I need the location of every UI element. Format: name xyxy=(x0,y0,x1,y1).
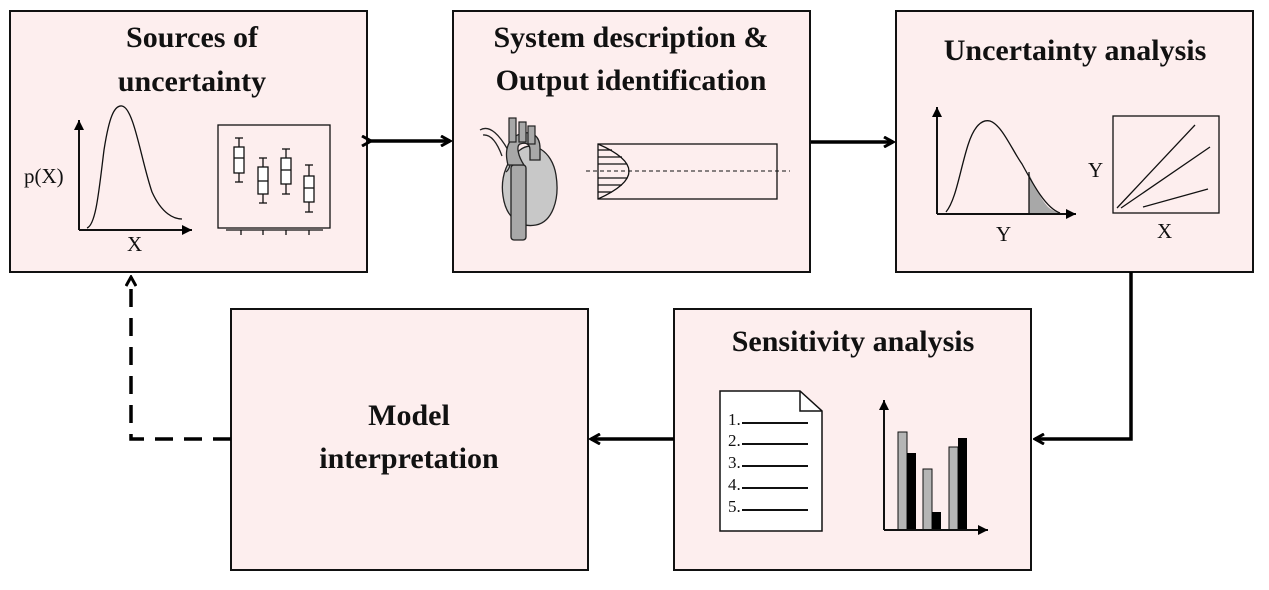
pdf-y-axis-label: Y xyxy=(996,222,1011,246)
ranking-document-icon: 1. 2. 3. 4. 5. xyxy=(719,390,823,532)
rank-label-4: 4. xyxy=(728,475,741,494)
model-to-sources-feedback-arrow xyxy=(131,277,231,441)
rank-label-1: 1. xyxy=(728,410,741,429)
system-title-line2: Output identification xyxy=(496,64,767,97)
rank-label-3: 3. xyxy=(728,453,741,472)
sensitivity-analysis-title: Sensitivity analysis xyxy=(732,325,975,358)
heart-artery-icon xyxy=(479,117,558,241)
uncertainty-analysis-box: Uncertainty analysis Y Y X xyxy=(895,10,1254,273)
rank-label-2: 2. xyxy=(728,431,741,450)
sensitivity-analysis-box: Sensitivity analysis 1. 2. 3. 4. 5. xyxy=(673,308,1032,571)
sources-title-line2: uncertainty xyxy=(118,65,266,98)
boxplot-chart xyxy=(217,124,331,235)
uncertainty-analysis-title: Uncertainty analysis xyxy=(944,34,1207,67)
model-title-line2: interpretation xyxy=(319,442,499,475)
x-axis-label: X xyxy=(127,232,142,256)
sources-of-uncertainty-box: Sources of uncertainty p(X) X xyxy=(9,10,368,273)
velocity-profile-icon xyxy=(586,143,790,200)
p-x-axis-label: p(X) xyxy=(24,164,64,188)
output-pdf-plot: Y xyxy=(932,107,1076,246)
scatter-x-axis-label: X xyxy=(1157,219,1172,243)
sources-title-line1: Sources of xyxy=(126,21,259,54)
model-title-line1: Model xyxy=(368,399,450,432)
input-pdf-plot: p(X) X xyxy=(24,105,192,256)
scatter-y-axis-label: Y xyxy=(1088,158,1103,182)
system-description-box: System description & Output identificati… xyxy=(452,10,811,273)
output-scatter-plot: Y X xyxy=(1088,115,1220,243)
sensitivity-bar-chart-icon xyxy=(879,400,988,535)
uncertainty-to-sensitivity-arrow xyxy=(1035,272,1133,439)
system-title-line1: System description & xyxy=(494,21,769,54)
rank-label-5: 5. xyxy=(728,497,741,516)
model-interpretation-box: Model interpretation xyxy=(230,308,589,571)
